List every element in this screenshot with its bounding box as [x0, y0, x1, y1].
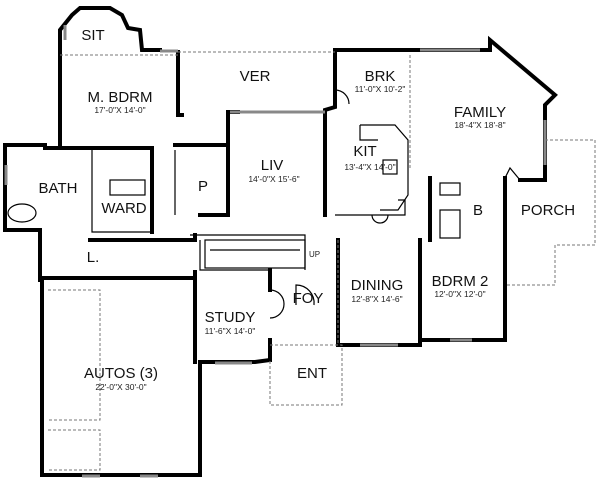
interior-lines: [7, 124, 461, 271]
room-label-bath2: B: [473, 202, 483, 219]
room-label-kit: KIT: [353, 143, 376, 160]
room-label-brk: BRK: [365, 68, 396, 85]
room-size-autos: 22'-0"X 30'-0": [95, 382, 146, 392]
room-label-bdrm2: BDRM 2: [432, 273, 489, 290]
room-label-ward: WARD: [101, 200, 146, 217]
room-label-liv: LIV: [261, 157, 284, 174]
doors: [269, 89, 521, 319]
room-label-master: M. BDRM: [88, 89, 153, 106]
room-label-powder: P: [198, 178, 208, 195]
room-label-laundry: L.: [87, 249, 100, 266]
room-size-kit: 13'-4"X 14'-0": [344, 162, 395, 172]
room-label-study: STUDY: [205, 309, 256, 326]
room-size-liv: 14'-0"X 15'-6": [248, 174, 299, 184]
room-size-dining: 12'-8"X 14'-6": [351, 294, 402, 304]
room-label-autos: AUTOS (3): [84, 365, 158, 382]
room-label-family: FAMILY: [454, 104, 506, 121]
windows: [4, 25, 547, 478]
room-size-study: 11'-6"X 14'-0": [205, 326, 256, 336]
dashed-outlines: [48, 51, 596, 471]
room-label-ent: ENT: [297, 365, 327, 382]
room-size-master: 17'-0"X 14'-0": [94, 105, 145, 115]
room-size-brk: 11'-0"X 10'-2": [355, 84, 406, 94]
stair-up-label: UP: [309, 250, 320, 259]
exterior-walls: [3, 6, 558, 477]
room-label-sit: SIT: [81, 27, 104, 44]
room-label-dining: DINING: [351, 277, 404, 294]
room-label-porch: PORCH: [521, 202, 575, 219]
room-size-family: 18'-4"X 18'-8": [454, 120, 505, 130]
room-label-ver: VER: [240, 68, 271, 85]
room-size-bdrm2: 12'-0"X 12'-0": [434, 289, 485, 299]
room-label-bath: BATH: [39, 180, 78, 197]
room-label-foy: FOY: [293, 290, 324, 307]
